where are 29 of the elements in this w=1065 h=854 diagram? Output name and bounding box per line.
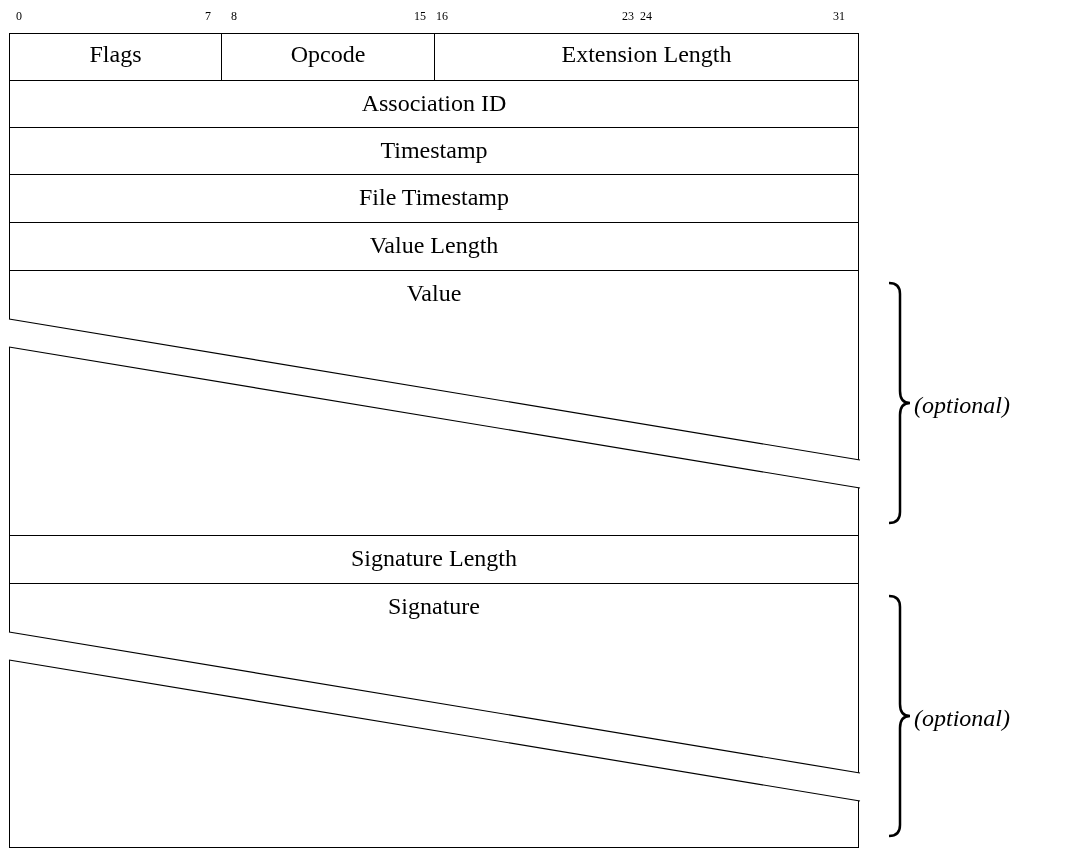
field-label: Association ID xyxy=(360,89,508,117)
field-label: Flags xyxy=(88,40,143,68)
bit-number: 7 xyxy=(205,9,211,23)
bit-number: 23 xyxy=(622,9,634,23)
field-label: Extension Length xyxy=(560,40,733,68)
packet-field xyxy=(434,33,859,81)
field-label: Value xyxy=(405,279,463,307)
bit-number: 15 xyxy=(414,9,426,23)
field-label: Signature Length xyxy=(350,544,518,572)
bit-number: 31 xyxy=(833,9,845,23)
field-label: File Timestamp xyxy=(357,183,510,211)
packet-field xyxy=(9,270,859,536)
packet-field xyxy=(9,535,859,584)
packet-field xyxy=(9,583,859,848)
field-label: Timestamp xyxy=(379,136,489,164)
packet-field xyxy=(9,222,859,271)
bit-number: 8 xyxy=(231,9,237,23)
packet-field xyxy=(9,33,222,81)
field-label: Signature xyxy=(387,592,481,620)
packet-field xyxy=(9,174,859,223)
packet-field xyxy=(9,127,859,175)
field-label: Opcode xyxy=(289,40,367,68)
bit-number: 16 xyxy=(436,9,448,23)
bit-number: 0 xyxy=(16,9,22,23)
packet-field xyxy=(9,80,859,128)
optional-note: (optional) xyxy=(914,704,1010,732)
field-label: Value Length xyxy=(368,231,500,259)
optional-note: (optional) xyxy=(914,391,1010,419)
bit-number: 24 xyxy=(640,9,652,23)
